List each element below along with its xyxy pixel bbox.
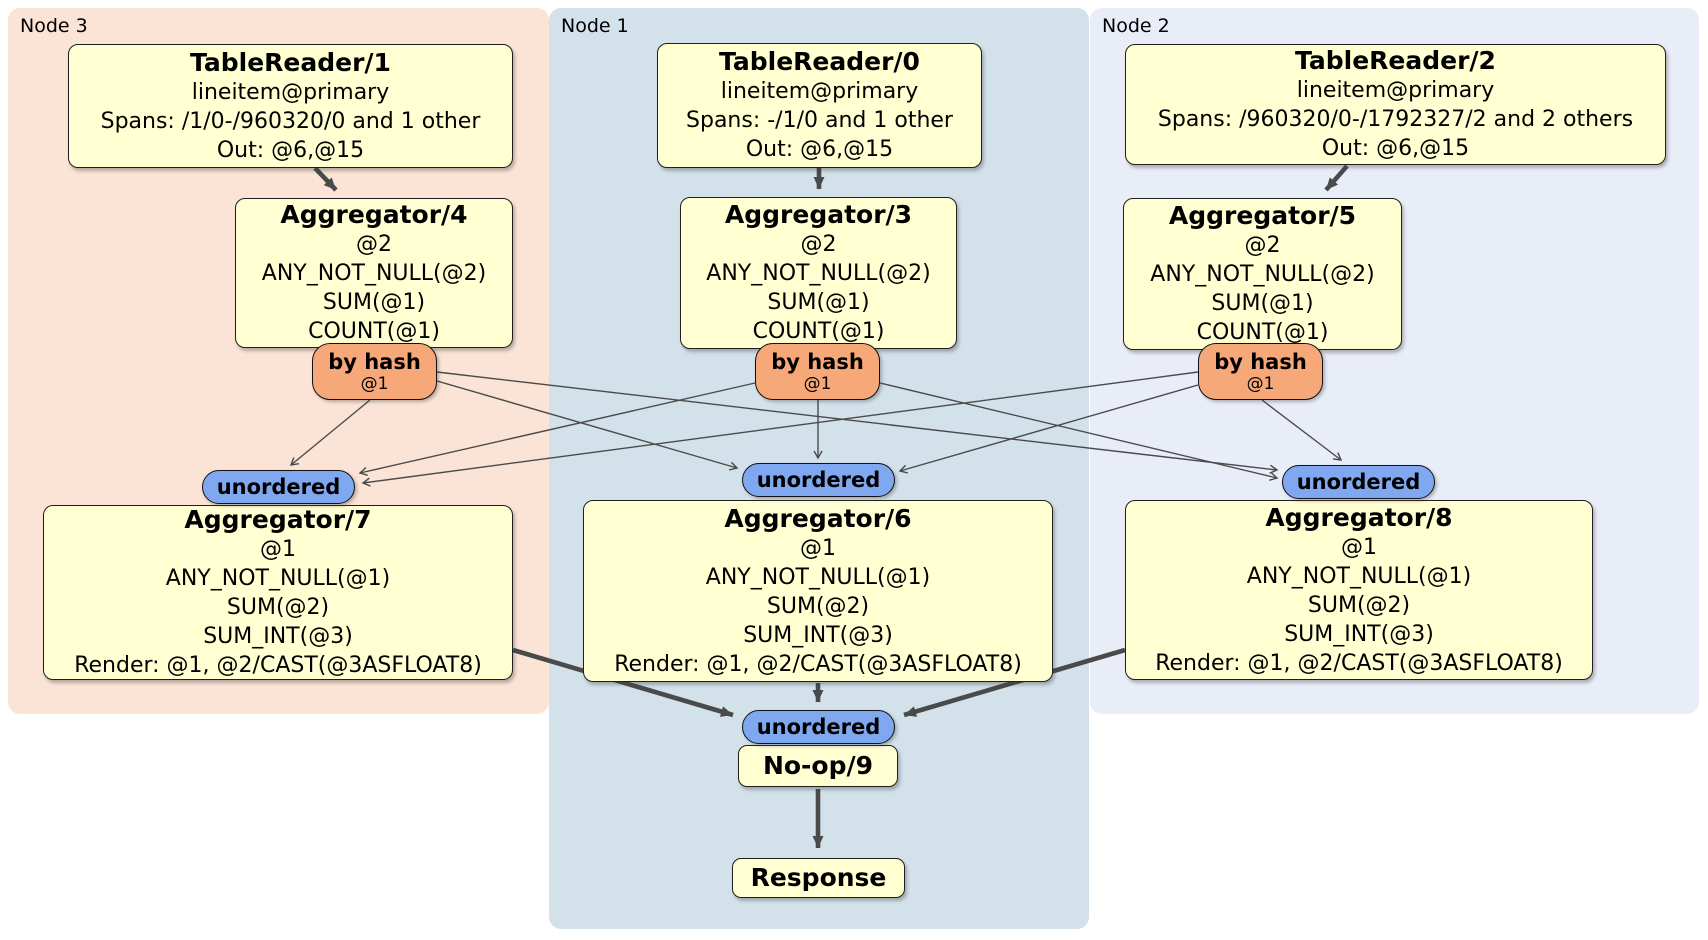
processor-detail-line: Render: @1, @2/CAST(@3ASFLOAT8) <box>74 653 482 678</box>
by-hash-column: @1 <box>360 373 389 394</box>
badge-by-hash-node3: by hash @1 <box>312 343 437 400</box>
processor-aggregator-7: Aggregator/7 @1 ANY_NOT_NULL(@1) SUM(@2)… <box>43 505 513 680</box>
processor-detail-line: @2 <box>800 232 837 257</box>
processor-detail-line: Out: @6,@15 <box>1321 136 1470 161</box>
processor-detail-line: SUM_INT(@3) <box>743 622 893 648</box>
by-hash-label: by hash <box>328 349 421 374</box>
processor-detail-line: Render: @1, @2/CAST(@3ASFLOAT8) <box>614 651 1022 677</box>
badge-unordered-node2: unordered <box>1282 465 1435 499</box>
processor-aggregator-4: Aggregator/4 @2 ANY_NOT_NULL(@2) SUM(@1)… <box>235 198 513 348</box>
processor-detail-line: @1 <box>260 537 296 562</box>
region-label-node2: Node 2 <box>1102 15 1170 37</box>
processor-detail-line: SUM(@1) <box>322 290 426 315</box>
processor-title: Aggregator/4 <box>280 200 468 229</box>
processor-detail-line: lineitem@primary <box>1296 78 1495 103</box>
processor-detail-line: Spans: -/1/0 and 1 other <box>686 108 953 133</box>
processor-detail-line: SUM_INT(@3) <box>1284 621 1434 647</box>
processor-detail-line: Out: @6,@15 <box>216 137 365 163</box>
processor-detail-line: SUM(@2) <box>1307 592 1411 618</box>
by-hash-label: by hash <box>771 349 864 374</box>
processor-title: Response <box>750 863 887 892</box>
processor-detail-line: SUM(@2) <box>766 593 870 619</box>
processor-noop-9: No-op/9 <box>738 745 898 787</box>
region-label-node3: Node 3 <box>20 15 88 37</box>
processor-detail-line: COUNT(@1) <box>752 319 885 344</box>
processor-detail-line: Spans: /1/0-/960320/0 and 1 other <box>100 108 481 134</box>
response-box: Response <box>732 858 905 898</box>
processor-detail-line: ANY_NOT_NULL(@1) <box>165 566 391 591</box>
processor-title: Aggregator/7 <box>184 505 372 534</box>
processor-detail-line: @2 <box>1244 233 1281 258</box>
region-label-node1: Node 1 <box>561 15 629 37</box>
processor-aggregator-3: Aggregator/3 @2 ANY_NOT_NULL(@2) SUM(@1)… <box>680 197 957 349</box>
processor-tablereader-2: TableReader/2 lineitem@primary Spans: /9… <box>1125 44 1666 165</box>
processor-aggregator-5: Aggregator/5 @2 ANY_NOT_NULL(@2) SUM(@1)… <box>1123 198 1402 350</box>
processor-aggregator-6: Aggregator/6 @1 ANY_NOT_NULL(@1) SUM(@2)… <box>583 500 1053 682</box>
processor-detail-line: Spans: /960320/0-/1792327/2 and 2 others <box>1157 107 1634 132</box>
processor-aggregator-8: Aggregator/8 @1 ANY_NOT_NULL(@1) SUM(@2)… <box>1125 500 1593 680</box>
processor-detail-line: ANY_NOT_NULL(@2) <box>706 261 931 286</box>
by-hash-column: @1 <box>1246 373 1275 394</box>
processor-detail-line: lineitem@primary <box>720 79 919 104</box>
processor-detail-line: lineitem@primary <box>191 79 390 105</box>
processor-detail-line: Out: @6,@15 <box>745 137 894 162</box>
processor-detail-line: ANY_NOT_NULL(@1) <box>705 564 931 590</box>
badge-unordered-final: unordered <box>742 710 895 744</box>
badge-by-hash-node1: by hash @1 <box>755 343 880 400</box>
processor-title: Aggregator/5 <box>1168 201 1357 230</box>
processor-detail-line: ANY_NOT_NULL(@2) <box>1150 262 1375 287</box>
processor-detail-line: ANY_NOT_NULL(@2) <box>261 261 487 286</box>
processor-detail-line: SUM(@1) <box>1211 291 1314 316</box>
by-hash-label: by hash <box>1214 349 1307 374</box>
processor-detail-line: COUNT(@1) <box>308 319 440 344</box>
processor-title: Aggregator/6 <box>724 503 912 533</box>
badge-by-hash-node2: by hash @1 <box>1198 343 1323 400</box>
processor-title: Aggregator/8 <box>1265 502 1453 532</box>
processor-title: TableReader/0 <box>719 47 920 76</box>
processor-title: No-op/9 <box>762 751 874 780</box>
badge-unordered-node1: unordered <box>742 463 895 497</box>
badge-unordered-node3: unordered <box>202 470 355 504</box>
processor-detail-line: @1 <box>800 535 836 561</box>
processor-title: Aggregator/3 <box>724 200 913 229</box>
by-hash-column: @1 <box>803 373 832 394</box>
processor-detail-line: @1 <box>1341 534 1377 560</box>
processor-detail-line: ANY_NOT_NULL(@1) <box>1246 563 1472 589</box>
processor-detail-line: SUM(@1) <box>767 290 870 315</box>
processor-detail-line: @2 <box>356 232 392 257</box>
processor-tablereader-1: TableReader/1 lineitem@primary Spans: /1… <box>68 44 513 168</box>
processor-tablereader-0: TableReader/0 lineitem@primary Spans: -/… <box>657 43 982 168</box>
processor-detail-line: SUM_INT(@3) <box>203 624 353 649</box>
processor-detail-line: SUM(@2) <box>226 595 330 620</box>
processor-title: TableReader/2 <box>1295 46 1496 75</box>
processor-detail-line: Render: @1, @2/CAST(@3ASFLOAT8) <box>1155 650 1563 676</box>
processor-detail-line: COUNT(@1) <box>1196 320 1329 345</box>
processor-title: TableReader/1 <box>190 47 391 77</box>
